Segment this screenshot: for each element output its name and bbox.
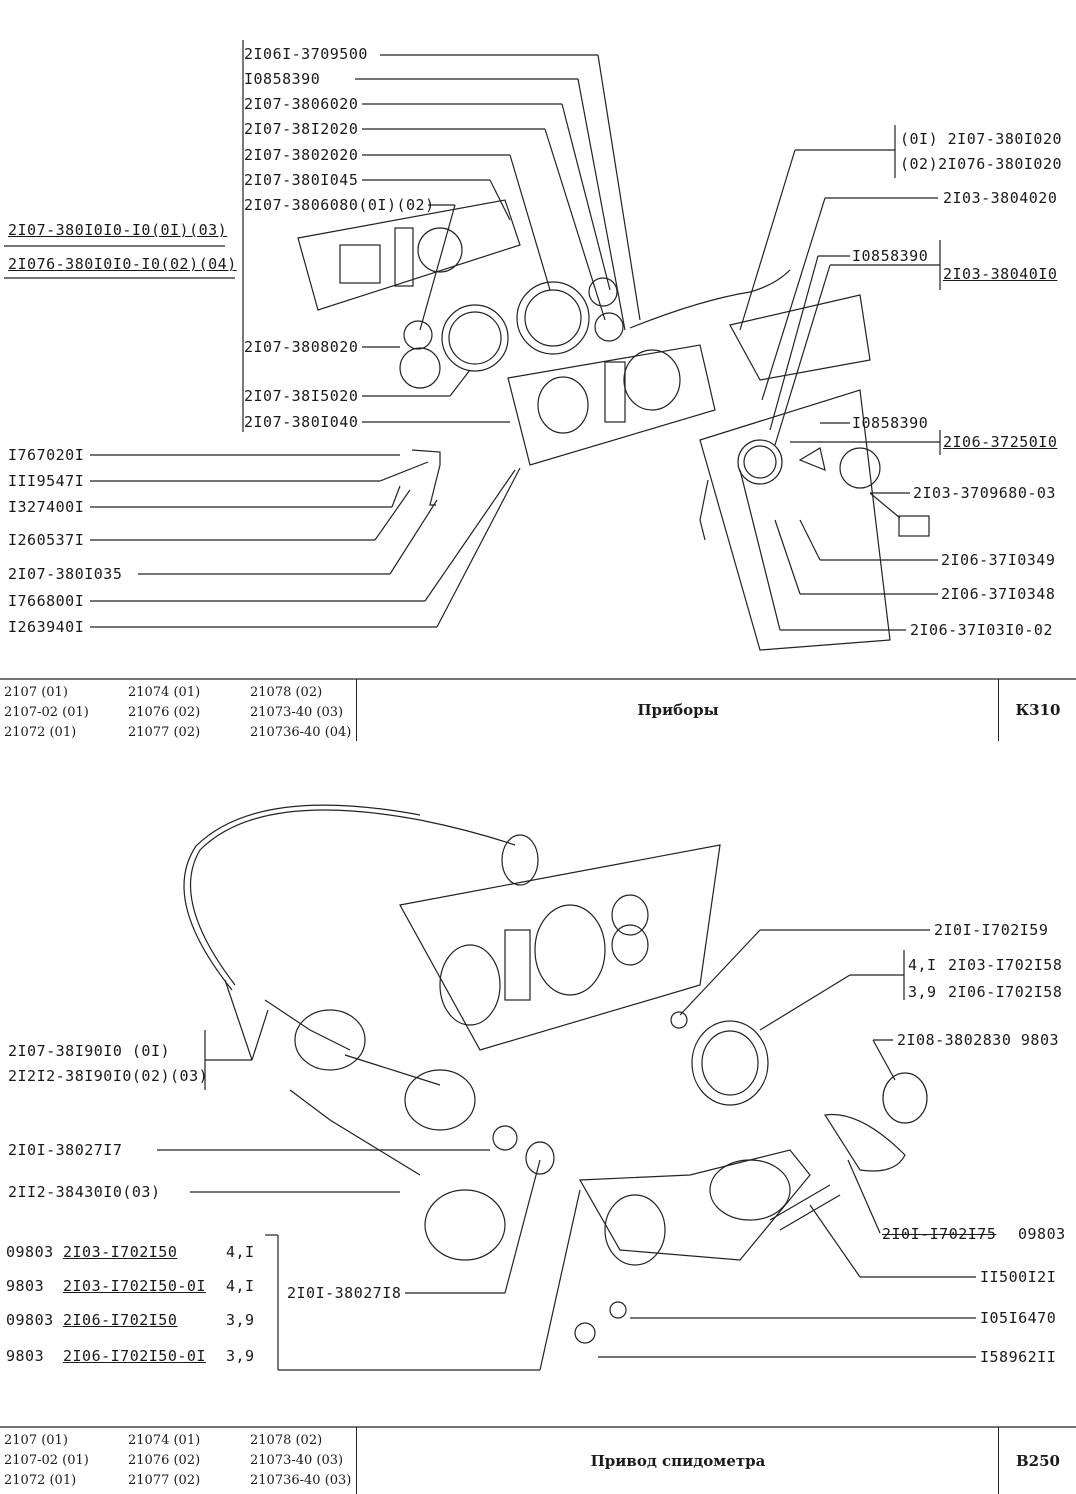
label-i767020i: I767020I [8, 446, 85, 464]
sheet1-footer: 2107 (01) 21074 (01) 21078 (02) 2107-02 … [0, 679, 1076, 741]
label-ii500i2i: II500I2I [980, 1268, 1057, 1286]
label-2107-380i045: 2I07-380I045 [244, 171, 359, 189]
model: 2107 (01) [4, 685, 68, 700]
model: 21076 (02) [128, 1453, 201, 1468]
label-i0858390: I0858390 [244, 70, 321, 88]
label-2107-380i020: (0I) 2I07-380I020 [900, 130, 1063, 148]
model: 210736-40 (04) [250, 725, 352, 740]
label-2i07-38i90i0: 2I07-38I90I0 (0I) [8, 1042, 171, 1060]
label-value-3-9: 3,9 [908, 983, 937, 1001]
table-cell: 2I06-I702I50-0I [63, 1347, 206, 1365]
sheet1-model-list: 2107 (01) 21074 (01) 21078 (02) 2107-02 … [0, 679, 357, 741]
label-2i0i-38027i7: 2I0I-38027I7 [8, 1141, 123, 1159]
table-cell: 3,9 [226, 1311, 255, 1329]
model: 21072 (01) [4, 725, 77, 740]
label-iii9547i: III9547I [8, 472, 85, 490]
label-i263940i: I263940I [8, 618, 85, 636]
table-cell: 2I06-I702I50 [63, 1311, 178, 1329]
table-cell: 09803 [6, 1311, 54, 1329]
sheet2-model-list: 2107 (01) 21074 (01) 21078 (02) 2107-02 … [0, 1427, 357, 1494]
label-i05i6470: I05I6470 [980, 1309, 1057, 1327]
table-cell: 9803 [6, 1277, 45, 1295]
model: 2107-02 (01) [4, 1453, 89, 1468]
label-2i03-3804020: 2I03-3804020 [943, 189, 1058, 207]
label-2i03-3709680-03: 2I03-3709680-03 [913, 484, 1056, 502]
label-2i2i2-38i90i0: 2I2I2-38I90I0(02)(03) [8, 1067, 209, 1085]
label-2ii2-38430i0: 2II2-38430I0(03) [8, 1183, 161, 1201]
table-cell: 4,I [226, 1277, 255, 1295]
label-2107-380i040: 2I07-380I040 [244, 413, 359, 431]
label-2i06-i702i58: 2I06-I702I58 [948, 983, 1063, 1001]
label-2i06-37i0349: 2I06-37I0349 [941, 551, 1056, 569]
label-2i06-37250i0: 2I06-37250I0 [943, 433, 1058, 451]
model: 21073-40 (03) [250, 1453, 344, 1468]
label-2107-380i0i0: 2I07-380I0I0-I0(0I)(03) [8, 221, 228, 239]
model: 2107 (01) [4, 1433, 68, 1448]
sheet1-code: К310 [998, 679, 1076, 741]
label-2107-3806080: 2I07-3806080(0I)(02) [244, 196, 435, 214]
table-cell: 9803 [6, 1347, 45, 1365]
model: 21078 (02) [250, 1433, 323, 1448]
sheet2-footer: 2107 (01) 21074 (01) 21078 (02) 2107-02 … [0, 1427, 1076, 1494]
label-i0858390-lower: I0858390 [852, 414, 929, 432]
label-2106i-3709500: 2I06I-3709500 [244, 45, 368, 63]
model: 21074 (01) [128, 685, 201, 700]
label-2i08-3802830: 2I08-3802830 9803 [897, 1031, 1060, 1049]
model: 21077 (02) [128, 725, 201, 740]
label-2i03-38040i0: 2I03-38040I0 [943, 265, 1058, 283]
model: 21072 (01) [4, 1473, 77, 1488]
model: 21076 (02) [128, 705, 201, 720]
label-i0858390-right: I0858390 [852, 247, 929, 265]
model: 210736-40 (03) [250, 1473, 352, 1488]
label-2107-3808020: 2I07-3808020 [244, 338, 359, 356]
table-cell: 2I03-I702I50-0I [63, 1277, 206, 1295]
table-cell: 4,I [226, 1243, 255, 1261]
label-value-4-1: 4,I [908, 956, 937, 974]
label-i58962ii: I58962II [980, 1348, 1057, 1366]
label-2i076-380i020: (02)2I076-380I020 [900, 155, 1063, 173]
table-cell: 3,9 [226, 1347, 255, 1365]
label-i327400i: I327400I [8, 498, 85, 516]
label-09803: 09803 [1018, 1225, 1066, 1243]
model: 21073-40 (03) [250, 705, 344, 720]
label-i260537i: I260537I [8, 531, 85, 549]
sheet2-title: Привод спидометра [590, 1451, 766, 1470]
model: 21074 (01) [128, 1433, 201, 1448]
table-cell: 09803 [6, 1243, 54, 1261]
model: 2107-02 (01) [4, 705, 89, 720]
table-cell: 2I03-I702I50 [63, 1243, 178, 1261]
label-2107-38i2020: 2I07-38I2020 [244, 120, 359, 138]
label-2i03-i702i58: 2I03-I702I58 [948, 956, 1063, 974]
sheet1-title: Приборы [637, 701, 719, 719]
label-2i06-37i03i0-02: 2I06-37I03I0-02 [910, 621, 1053, 639]
label-2i06-37i0348: 2I06-37I0348 [941, 585, 1056, 603]
sheet2-code: В250 [998, 1427, 1076, 1494]
label-2107-38i5020: 2I07-38I5020 [244, 387, 359, 405]
label-2i076-380i0i0: 2I076-380I0I0-I0(02)(04) [8, 255, 237, 273]
label-2i0i-i702i75: 2I0I-I702I75 [882, 1225, 997, 1243]
label-2107-380i035: 2I07-380I035 [8, 565, 123, 583]
label-2i0i-38027i8: 2I0I-38027I8 [287, 1284, 402, 1302]
label-2107-3806020: 2I07-3806020 [244, 95, 359, 113]
model: 21078 (02) [250, 685, 323, 700]
label-2i0i-i702i59: 2I0I-I702I59 [934, 921, 1049, 939]
label-2107-3802020: 2I07-3802020 [244, 146, 359, 164]
label-i766800i: I766800I [8, 592, 85, 610]
model: 21077 (02) [128, 1473, 201, 1488]
